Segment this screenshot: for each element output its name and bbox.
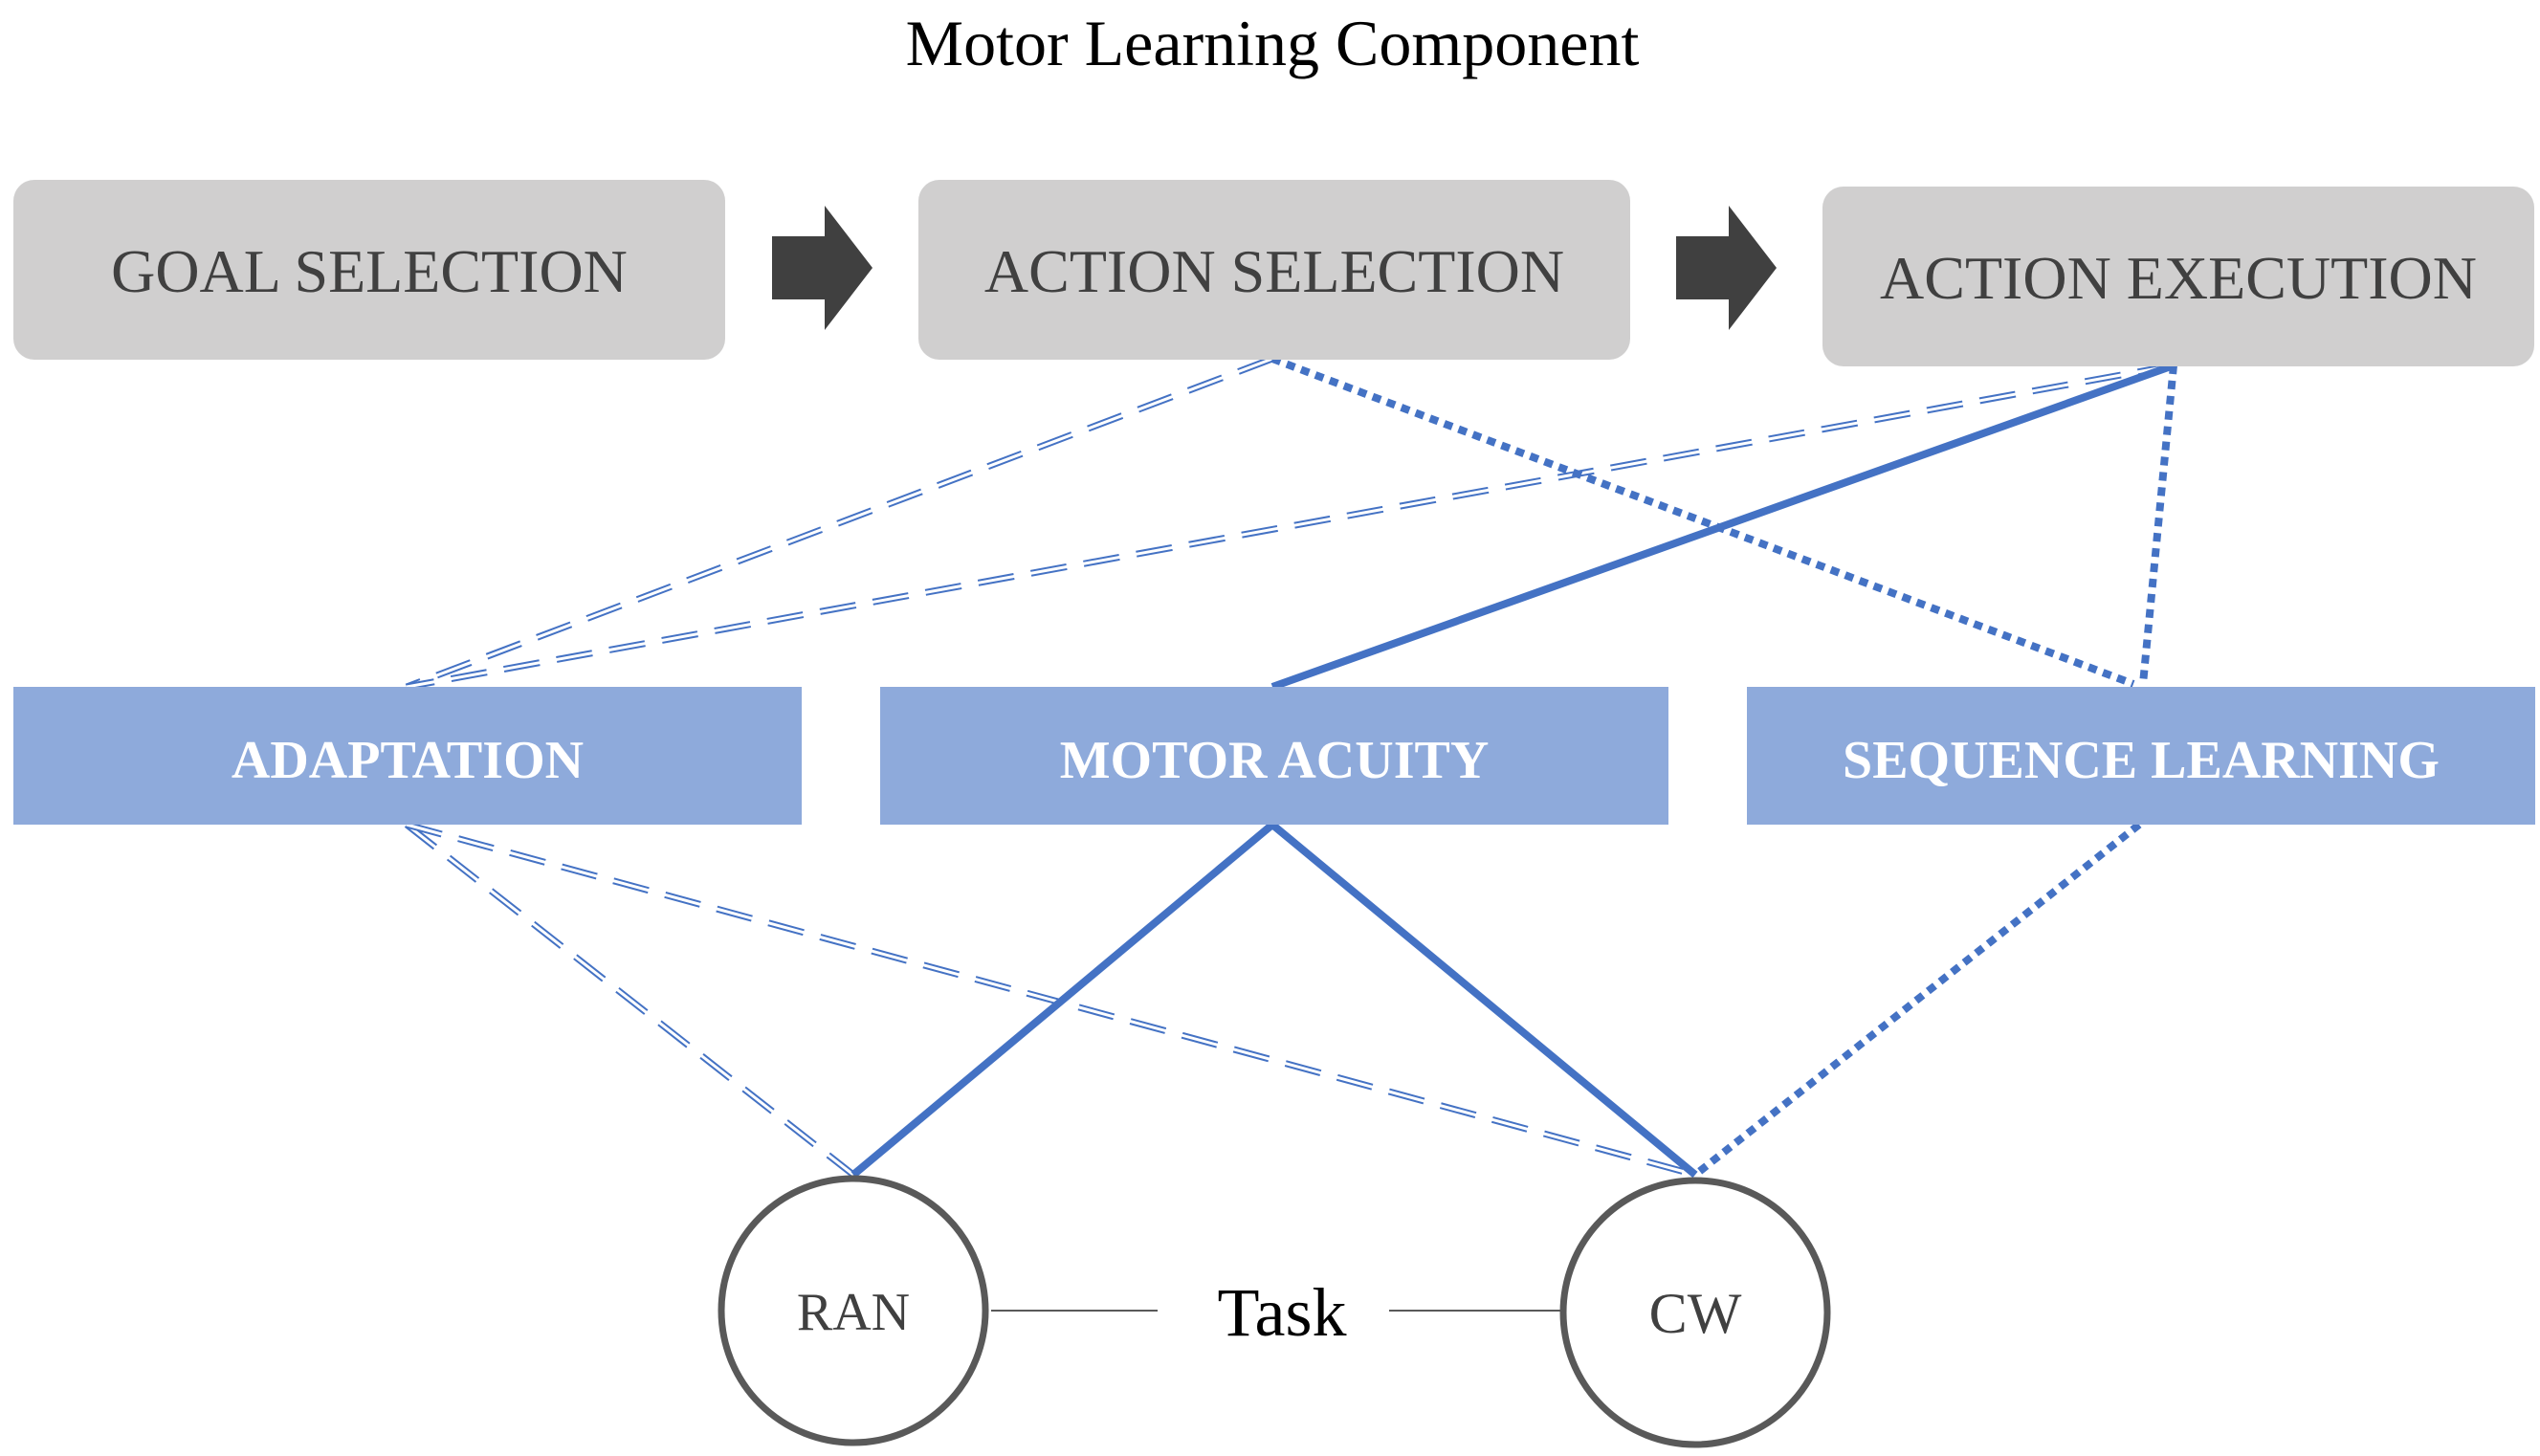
component-adaptation: ADAPTATION: [13, 687, 802, 825]
task-cw: CW: [1559, 1177, 1831, 1448]
link-motor-acuity-cw: [1270, 821, 1698, 1179]
link-action-execution-sequence-learning: [2139, 364, 2177, 685]
right-arrow-icon: [772, 206, 872, 330]
stage-label: ACTION EXECUTION: [1880, 244, 2477, 312]
component-motor-acuity: MOTOR ACUITY: [880, 687, 1668, 825]
link-adaptation-cw: [406, 821, 1696, 1179]
component-label: ADAPTATION: [232, 731, 584, 790]
component-sequence-learning: SEQUENCE LEARNING: [1747, 687, 2535, 825]
task-circle-label: CW: [1649, 1282, 1742, 1345]
stage-goal-selection: GOAL SELECTION: [13, 180, 725, 360]
link-action-execution-motor-acuity: [1270, 362, 2176, 691]
links-layer: [404, 355, 2177, 1179]
component-label: MOTOR ACUITY: [1060, 731, 1490, 790]
diagram-title: Motor Learning Component: [906, 7, 1640, 79]
stage-action-execution: ACTION EXECUTION: [1822, 187, 2534, 366]
link-adaptation-ran: [404, 822, 856, 1178]
link-motor-acuity-ran: [850, 821, 1275, 1179]
link-action-selection-sequence-learning: [1270, 355, 2135, 688]
stage-label: ACTION SELECTION: [984, 237, 1564, 305]
link-sequence-learning-cw: [1692, 821, 2142, 1179]
link-action-selection-adaptation: [405, 355, 1274, 691]
task-label: Task: [1218, 1274, 1347, 1351]
task-ran: RAN: [718, 1175, 989, 1446]
component-label: SEQUENCE LEARNING: [1843, 731, 2440, 790]
stage-action-selection: ACTION SELECTION: [918, 180, 1630, 360]
link-action-execution-adaptation: [406, 362, 2175, 691]
stage-label: GOAL SELECTION: [111, 237, 628, 305]
right-arrow-icon: [1676, 206, 1777, 330]
task-circle-label: RAN: [797, 1283, 910, 1342]
